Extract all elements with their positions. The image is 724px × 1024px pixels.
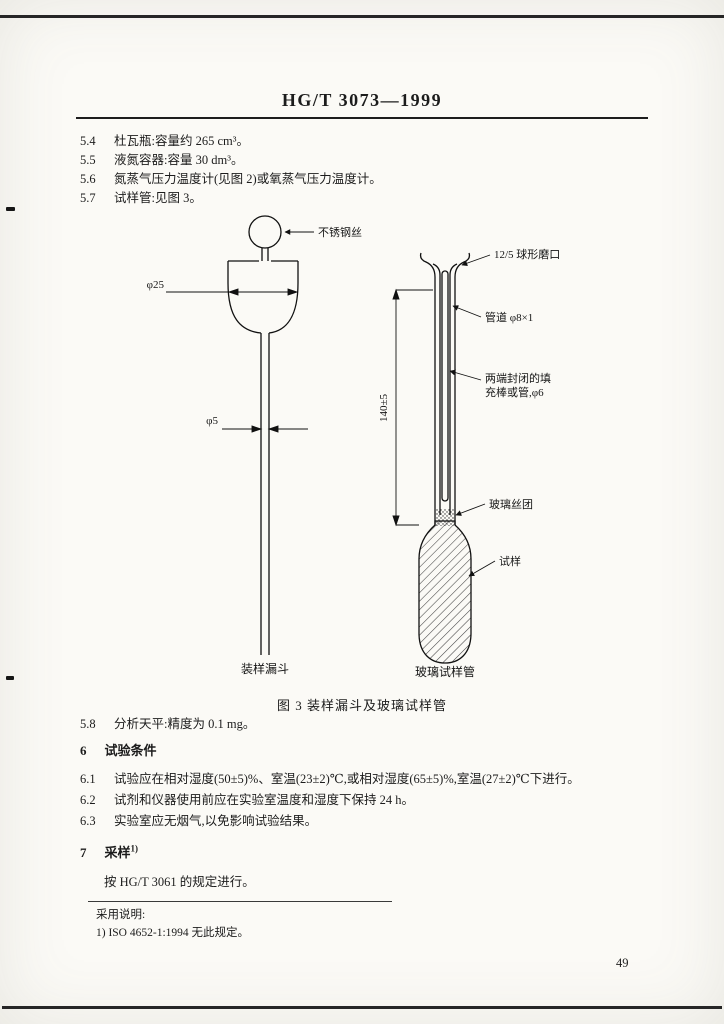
clause-text: 试样管:见图 3。 xyxy=(114,191,202,205)
section-6-heading: 6 试验条件 xyxy=(80,740,157,759)
dim-dia5-label: φ5 xyxy=(206,415,218,427)
dim-height-label: 140±5 xyxy=(378,393,390,422)
clause-5-4: 5.4 杜瓦瓶:容量约 265 cm³。 xyxy=(80,130,249,149)
clause-text: 试验应在相对湿度(50±5)%、室温(23±2)℃,或相对湿度(65±5)%,室… xyxy=(114,772,580,786)
standard-code-title: HG/T 3073—1999 xyxy=(281,90,443,110)
clause-5-7: 5.7 试样管:见图 3。 xyxy=(80,187,202,206)
clause-number: 5.4 xyxy=(80,134,96,148)
tube-drawing xyxy=(418,252,472,664)
wire-stem xyxy=(261,248,269,261)
figure3-caption: 图 3 装样漏斗及玻璃试样管 xyxy=(276,698,447,713)
footnote-rule xyxy=(88,901,392,902)
scan-edge-top xyxy=(0,15,724,18)
funnel-dimensions xyxy=(166,288,308,433)
clause-5-5: 5.5 液氮容器:容量 30 dm³。 xyxy=(80,149,243,168)
scan-artifact xyxy=(6,676,14,680)
wool-annotation: 玻璃丝团 xyxy=(489,497,533,511)
dim-dia25-label: φ25 xyxy=(147,279,165,291)
clause-text: 实验室应无烟气,以免影响试验结果。 xyxy=(114,814,318,828)
section-number: 7 xyxy=(80,845,87,860)
clause-number: 5.5 xyxy=(80,153,96,167)
page-number: 49 xyxy=(616,956,629,970)
clause-text: 杜瓦瓶:容量约 265 cm³。 xyxy=(114,134,249,148)
clause-number: 6.2 xyxy=(80,793,96,807)
clause-6-1: 6.1 试验应在相对湿度(50±5)%、室温(23±2)℃,或相对湿度(65±5)… xyxy=(80,768,580,787)
rod-annotation-line1: 两端封闭的填 xyxy=(485,371,551,385)
scan-edge-bottom xyxy=(2,1006,722,1009)
clause-number: 6.3 xyxy=(80,814,96,828)
funnel-stem-tube xyxy=(260,333,270,655)
joint-inner-right xyxy=(449,263,458,290)
funnel-body-left xyxy=(227,261,262,334)
figure3-technical-drawing: φ25 φ5 不锈钢丝 装样漏斗 xyxy=(147,215,560,679)
duct-annotation: 管道 φ8×1 xyxy=(485,310,533,324)
funnel-drawing xyxy=(227,215,299,655)
clause-5-8: 5.8 分析天平:精度为 0.1 mg。 xyxy=(80,713,255,732)
section-title: 采样 xyxy=(104,845,131,860)
tube-part-label: 玻璃试样管 xyxy=(415,664,475,679)
clause-text: 分析天平:精度为 0.1 mg。 xyxy=(114,717,256,731)
section-number: 6 xyxy=(80,743,87,758)
clause-5-6: 5.6 氮蒸气压力温度计(见图 2)或氧蒸气压力温度计。 xyxy=(80,168,382,187)
tube-leader-lines xyxy=(449,254,496,577)
wire-loop xyxy=(248,215,282,249)
wire-annotation: 不锈钢丝 xyxy=(318,226,362,239)
clause-6-2: 6.2 试剂和仪器使用前应在实验室温度和湿度下保持 24 h。 xyxy=(80,789,414,808)
scan-artifact xyxy=(6,207,15,211)
sample-bulb xyxy=(418,520,472,664)
clause-6-3: 6.3 实验室应无烟气,以免影响试验结果。 xyxy=(80,810,317,829)
joint-annotation: 12/5 球形磨口 xyxy=(494,247,560,261)
section-title: 试验条件 xyxy=(104,743,157,758)
joint-inner-left xyxy=(432,263,441,290)
joint-left xyxy=(419,252,436,290)
tube-outer-walls xyxy=(434,290,456,525)
clause-number: 5.7 xyxy=(80,191,96,205)
section-7-body: 按 HG/T 3061 的规定进行。 xyxy=(104,875,255,889)
rod-annotation-line2: 充棒或管,φ6 xyxy=(485,385,544,399)
figure3: φ25 φ5 不锈钢丝 装样漏斗 xyxy=(128,205,592,685)
joint-right xyxy=(454,252,471,290)
tube-height-dimension xyxy=(392,288,433,527)
funnel-part-label: 装样漏斗 xyxy=(241,661,289,676)
clause-text: 液氮容器:容量 30 dm³。 xyxy=(114,153,244,167)
footnote-reference: 1) xyxy=(130,843,139,854)
footnote-title: 采用说明: xyxy=(96,909,146,921)
filler-rod xyxy=(441,270,449,502)
sample-annotation: 试样 xyxy=(499,554,521,568)
funnel-body-right xyxy=(268,261,299,334)
clause-text: 氮蒸气压力温度计(见图 2)或氧蒸气压力温度计。 xyxy=(114,172,382,186)
clause-text: 试剂和仪器使用前应在实验室温度和湿度下保持 24 h。 xyxy=(114,793,415,807)
footnote-note-1: 1) ISO 4652-1:1994 无此规定。 xyxy=(96,927,250,939)
inner-duct-walls xyxy=(439,290,451,515)
glass-wool-plug xyxy=(436,509,454,526)
clause-number: 5.8 xyxy=(80,717,96,731)
section-7-heading: 7 采样1) xyxy=(80,842,138,861)
clause-number: 5.6 xyxy=(80,172,96,186)
clause-number: 6.1 xyxy=(80,772,96,786)
header-rule xyxy=(76,117,648,119)
